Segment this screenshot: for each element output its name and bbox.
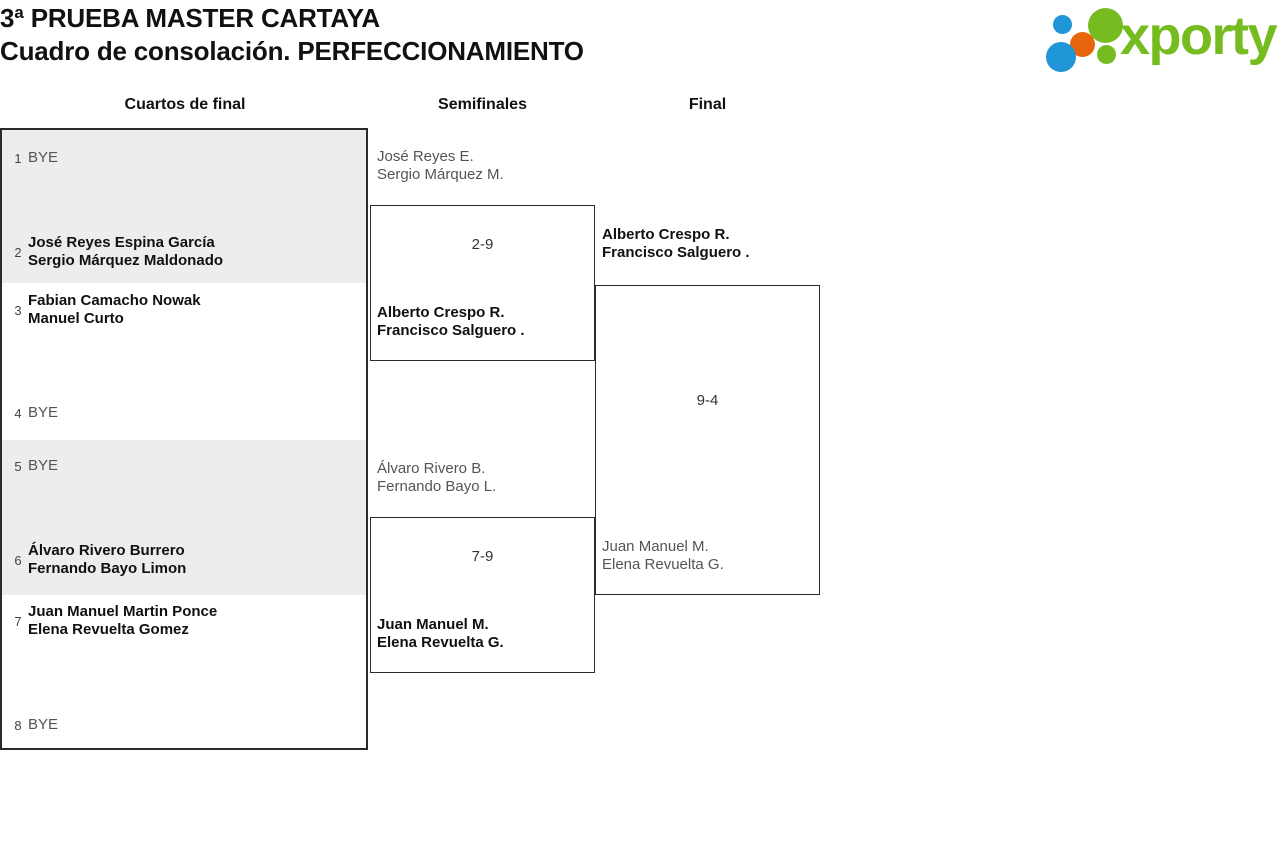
logo-dot-green-large-icon — [1088, 8, 1123, 43]
sf1-loser-label: José Reyes E. Sergio Márquez M. — [377, 148, 504, 184]
team-line-2: Francisco Salguero . — [377, 322, 525, 339]
seed-number: 2 — [14, 244, 22, 260]
seed-number: 6 — [14, 552, 22, 568]
team-name: BYE — [28, 716, 58, 734]
seed-number: 4 — [14, 405, 22, 421]
sf2-winner-label: Juan Manuel M. Elena Revuelta G. — [377, 616, 504, 652]
team-line-1: Álvaro Rivero B. — [377, 460, 486, 477]
sf-match-box-1[interactable] — [370, 205, 595, 361]
team-name: Álvaro Rivero Burrero Fernando Bayo Limo… — [28, 542, 186, 578]
final-champion-label: Alberto Crespo R. Francisco Salguero . — [602, 226, 750, 262]
team-name: Fabian Camacho Nowak Manuel Curto — [28, 292, 201, 328]
sf-match-box-2[interactable] — [370, 517, 595, 673]
qf-slot-seed-6[interactable]: 6 Álvaro Rivero Burrero Fernando Bayo Li… — [2, 541, 370, 579]
logo-wordmark: xporty — [1120, 6, 1278, 66]
qf-slot-seed-2[interactable]: 2 José Reyes Espina García Sergio Márque… — [2, 233, 370, 271]
team-line-1: José Reyes Espina García — [28, 234, 215, 251]
qf-match-3[interactable]: 5 BYE 6 Álvaro Rivero Burrero Fernando B… — [0, 440, 368, 595]
team-line-2: Elena Revuelta G. — [377, 634, 504, 651]
team-line-2: Francisco Salguero . — [602, 244, 750, 261]
sf2-score: 7-9 — [471, 548, 494, 565]
round-header-quarterfinals: Cuartos de final — [124, 96, 246, 113]
seed-number: 5 — [14, 458, 22, 474]
qf-match-4[interactable]: 7 Juan Manuel Martin Ponce Elena Revuelt… — [0, 595, 368, 750]
team-line-1: Alberto Crespo R. — [377, 304, 505, 321]
team-line-1: BYE — [28, 716, 59, 733]
team-line-1: BYE — [28, 149, 59, 166]
qf-match-2[interactable]: 3 Fabian Camacho Nowak Manuel Curto 4 BY… — [0, 283, 368, 440]
xporty-logo[interactable]: xporty — [1046, 6, 1278, 72]
team-name: BYE — [28, 457, 58, 475]
seed-number: 1 — [14, 150, 22, 166]
final-match-box[interactable] — [595, 285, 820, 595]
team-line-2: Sergio Márquez M. — [377, 166, 504, 183]
seed-number: 3 — [14, 302, 22, 318]
team-line-2: Elena Revuelta Gomez — [28, 621, 189, 638]
team-line-2: Fernando Bayo L. — [377, 478, 497, 495]
team-line-1: Alberto Crespo R. — [602, 226, 730, 243]
team-line-2: Elena Revuelta G. — [602, 556, 724, 573]
final-runnerup-label: Juan Manuel M. Elena Revuelta G. — [602, 538, 724, 574]
team-line-1: Juan Manuel M. — [602, 538, 709, 555]
team-line-1: BYE — [28, 404, 59, 421]
seed-number: 7 — [14, 613, 22, 629]
team-line-2: Fernando Bayo Limon — [28, 560, 187, 577]
page-title: 3ª PRUEBA MASTER CARTAYA Cuadro de conso… — [0, 2, 584, 68]
team-line-1: Juan Manuel Martin Ponce — [28, 603, 218, 620]
team-name: BYE — [28, 149, 58, 167]
team-line-1: Fabian Camacho Nowak — [28, 292, 201, 309]
team-line-2: Manuel Curto — [28, 310, 124, 327]
team-name: BYE — [28, 404, 58, 422]
team-line-1: BYE — [28, 457, 59, 474]
page-header: 3ª PRUEBA MASTER CARTAYA Cuadro de conso… — [0, 0, 1280, 75]
seed-number: 8 — [14, 717, 22, 733]
round-header-semifinals: Semifinales — [438, 96, 527, 113]
round-header-final: Final — [688, 96, 727, 113]
team-line-1: José Reyes E. — [377, 148, 474, 165]
qf-slot-seed-8[interactable]: 8 BYE — [2, 711, 370, 739]
qf-slot-seed-3[interactable]: 3 Fabian Camacho Nowak Manuel Curto — [2, 291, 370, 329]
qf-slot-seed-7[interactable]: 7 Juan Manuel Martin Ponce Elena Revuelt… — [2, 602, 370, 640]
title-line-1: 3ª PRUEBA MASTER CARTAYA — [0, 3, 380, 33]
team-name: Juan Manuel Martin Ponce Elena Revuelta … — [28, 603, 217, 639]
qf-slot-seed-5[interactable]: 5 BYE — [2, 452, 370, 480]
logo-dot-green-small-icon — [1097, 45, 1116, 64]
title-line-2: Cuadro de consolación. PERFECCIONAMIENTO — [0, 36, 584, 66]
qf-slot-seed-1[interactable]: 1 BYE — [2, 144, 370, 172]
qf-slot-seed-4[interactable]: 4 BYE — [2, 399, 370, 427]
logo-dot-blue-large-icon — [1046, 42, 1076, 72]
sf1-winner-label: Alberto Crespo R. Francisco Salguero . — [377, 304, 525, 340]
logo-dot-blue-small-icon — [1053, 15, 1072, 34]
sf1-score: 2-9 — [471, 236, 494, 253]
team-line-1: Álvaro Rivero Burrero — [28, 542, 185, 559]
team-line-1: Juan Manuel M. — [377, 616, 489, 633]
team-name: José Reyes Espina García Sergio Márquez … — [28, 234, 223, 270]
sf2-loser-label: Álvaro Rivero B. Fernando Bayo L. — [377, 460, 496, 496]
final-score: 9-4 — [696, 392, 719, 409]
qf-match-1[interactable]: 1 BYE 2 José Reyes Espina García Sergio … — [0, 128, 368, 283]
team-line-2: Sergio Márquez Maldonado — [28, 252, 224, 269]
